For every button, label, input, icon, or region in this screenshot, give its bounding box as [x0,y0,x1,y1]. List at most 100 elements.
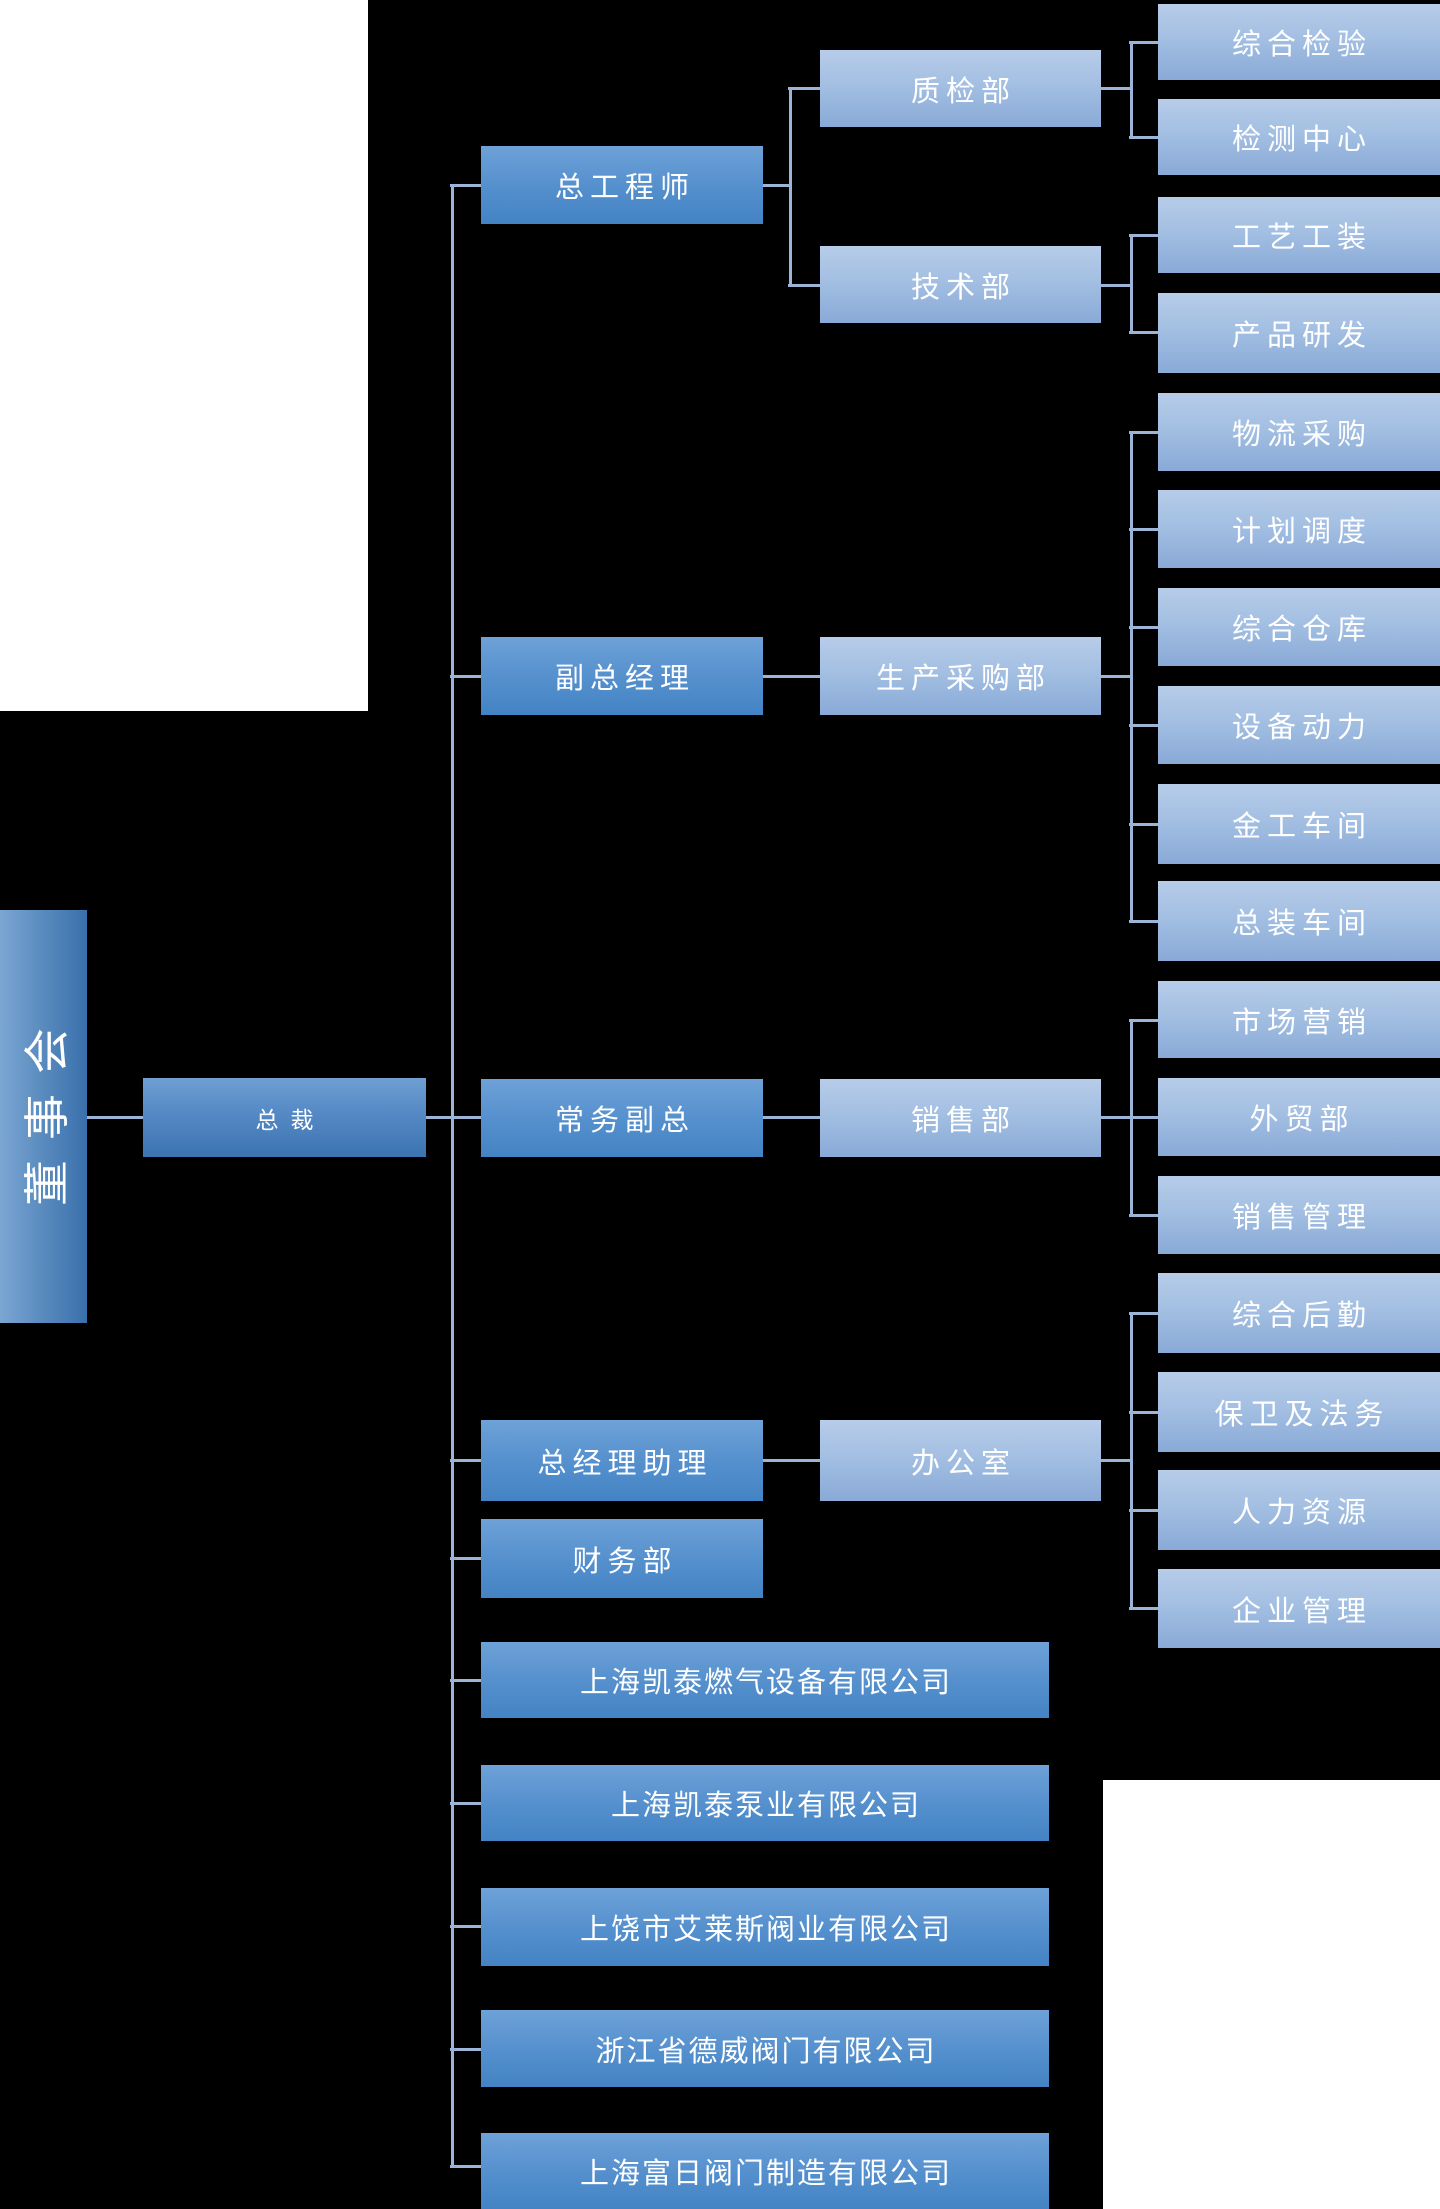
connector-segment [1129,1508,1160,1512]
node-label: 技术部 [910,271,1016,304]
node-office[interactable]: 办公室 [820,1420,1101,1501]
connector-segment [450,1458,483,1462]
connector-segment [1100,674,1133,678]
node-label: 企业管理 [1231,1595,1372,1628]
node-executive-deputy-gm[interactable]: 常务副总 [481,1079,763,1157]
connector-segment [1129,1115,1160,1119]
connector-segment [1129,919,1160,923]
node-planning-scheduling[interactable]: 计划调度 [1158,490,1440,568]
connector-segment [1129,625,1160,629]
node-label: 生产采购部 [875,663,1051,695]
connector-segment [450,1678,483,1682]
node-label: 常务副总 [554,1105,695,1137]
node-label: 销售部 [910,1105,1016,1137]
connector-segment [1129,233,1160,237]
node-logistics-procurement[interactable]: 物流采购 [1158,393,1440,471]
node-finance-dept[interactable]: 财务部 [481,1519,763,1598]
node-human-resources[interactable]: 人力资源 [1158,1470,1440,1550]
connector-segment [1100,1458,1133,1462]
connector-segment [450,184,454,2168]
node-general-logistics[interactable]: 综合后勤 [1158,1273,1440,1353]
node-marketing[interactable]: 市场营销 [1158,981,1440,1058]
connector-segment [450,1556,483,1560]
connector-segment [1129,234,1133,334]
node-company-kaitai-gas[interactable]: 上海凯泰燃气设备有限公司 [481,1642,1049,1718]
node-president[interactable]: 总裁 [143,1078,426,1157]
connector-segment [1100,283,1133,287]
node-assembly-workshop[interactable]: 总装车间 [1158,881,1440,961]
node-label: 质检部 [910,75,1016,108]
connector-segment [1129,430,1160,434]
node-label: 物流采购 [1231,419,1372,451]
connector-segment [762,674,822,678]
node-sales-management[interactable]: 销售管理 [1158,1176,1440,1254]
connector-segment [1129,723,1160,727]
connector-segment [762,1458,822,1462]
node-general-warehouse[interactable]: 综合仓库 [1158,588,1440,666]
node-tech-dept[interactable]: 技术部 [820,246,1101,323]
node-chief-engineer[interactable]: 总工程师 [481,146,763,224]
connector-segment [788,283,822,287]
node-security-and-legal[interactable]: 保卫及法务 [1158,1372,1440,1452]
node-label: 董事会 [20,1007,73,1206]
node-company-furi-valve[interactable]: 上海富日阀门制造有限公司 [481,2133,1049,2209]
node-label: 总裁 [255,1106,326,1133]
connector-segment [450,183,483,187]
connector-segment [1129,41,1133,139]
node-sales-dept[interactable]: 销售部 [820,1079,1101,1157]
connector-segment [450,2047,483,2051]
connector-segment [1100,1115,1133,1119]
node-label: 工艺工装 [1231,222,1372,254]
node-gm-assistant[interactable]: 总经理助理 [481,1420,763,1501]
connector-segment [1129,527,1160,531]
node-board-of-directors[interactable]: 董事会 [0,910,87,1323]
node-equipment-power[interactable]: 设备动力 [1158,686,1440,764]
node-company-kaitai-pump[interactable]: 上海凯泰泵业有限公司 [481,1765,1049,1841]
connector-segment [1129,1410,1160,1414]
connector-segment [762,1115,822,1119]
node-label: 金工车间 [1231,811,1372,843]
connector-segment [1129,1213,1160,1217]
node-label: 综合仓库 [1231,614,1372,646]
node-enterprise-management[interactable]: 企业管理 [1158,1569,1440,1648]
connector-segment [788,86,822,90]
node-process-tooling[interactable]: 工艺工装 [1158,197,1440,273]
node-company-ailaisi-valve[interactable]: 上饶市艾莱斯阀业有限公司 [481,1888,1049,1966]
connector-segment [1129,1018,1160,1022]
node-deputy-general-manager[interactable]: 副总经理 [481,637,763,715]
background-white-top-left [0,0,368,711]
connector-segment [1129,431,1133,923]
node-qc-dept[interactable]: 质检部 [820,50,1101,127]
connector-segment [788,87,792,287]
connector-segment [1129,135,1160,139]
node-label: 财务部 [572,1545,678,1578]
node-label: 上海凯泰燃气设备有限公司 [579,1667,952,1699]
connector-segment [450,2164,483,2168]
node-production-procurement-dept[interactable]: 生产采购部 [820,637,1101,715]
node-metalworking-workshop[interactable]: 金工车间 [1158,784,1440,864]
node-label: 上海富日阀门制造有限公司 [579,2158,952,2190]
connector-segment [762,183,792,187]
connector-segment [87,1115,145,1119]
node-label: 总工程师 [554,172,695,204]
node-label: 总经理助理 [537,1447,713,1480]
connector-segment [450,1924,483,1928]
connector-segment [426,1115,483,1119]
node-foreign-trade-dept[interactable]: 外贸部 [1158,1078,1440,1156]
node-company-dewei-valve[interactable]: 浙江省德威阀门有限公司 [481,2010,1049,2087]
connector-segment [1129,1312,1133,1610]
node-label: 上海凯泰泵业有限公司 [610,1790,921,1822]
node-label: 产品研发 [1231,320,1372,352]
node-general-inspection[interactable]: 综合检验 [1158,4,1440,80]
connector-segment [450,1801,483,1805]
node-testing-center[interactable]: 检测中心 [1158,99,1440,175]
connector-segment [1129,40,1160,44]
node-product-rd[interactable]: 产品研发 [1158,293,1440,373]
node-label: 综合后勤 [1231,1300,1372,1332]
connector-segment [1129,822,1160,826]
node-label: 市场营销 [1231,1006,1372,1039]
node-label: 销售管理 [1231,1202,1372,1234]
node-label: 外贸部 [1249,1104,1355,1136]
node-label: 计划调度 [1231,516,1372,548]
